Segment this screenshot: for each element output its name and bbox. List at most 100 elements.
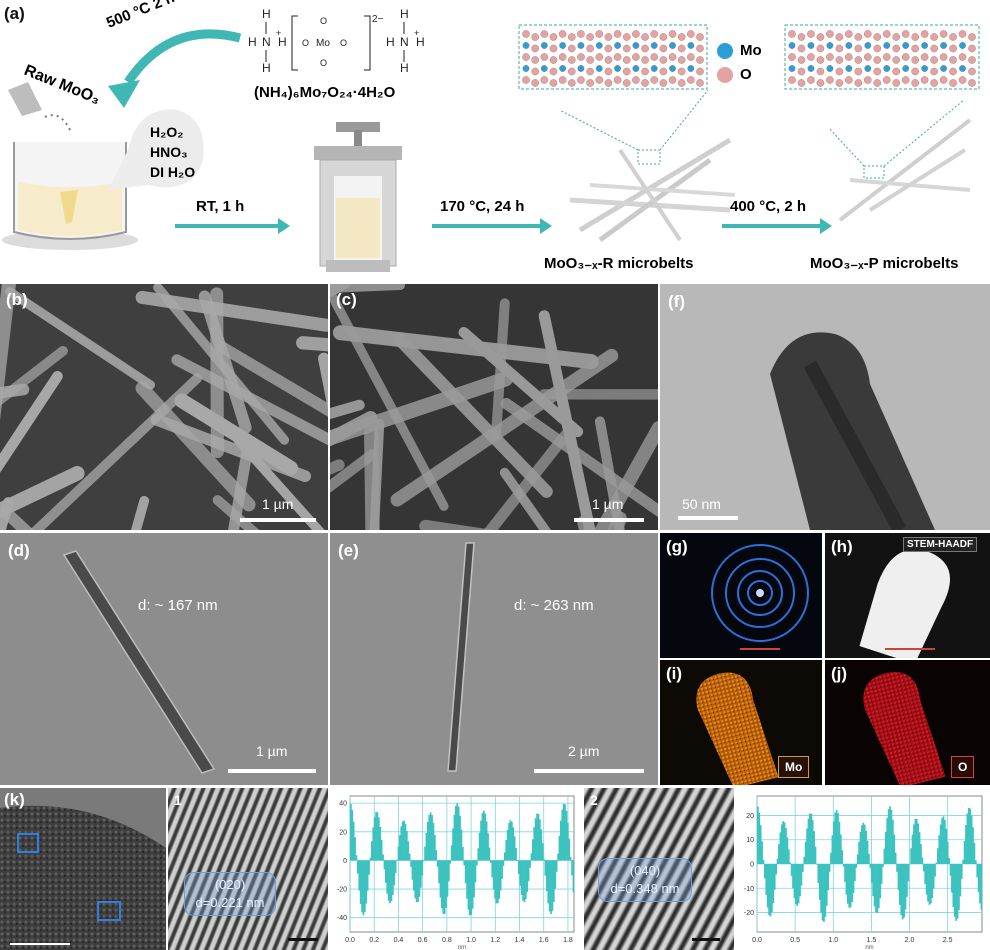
profile-bar [441, 860, 443, 909]
profile-bar [965, 825, 967, 864]
profile-bar [906, 864, 908, 898]
profile-bar [422, 860, 425, 862]
profile-bar [385, 860, 387, 883]
profile-bar [529, 860, 531, 868]
profile-bar [469, 860, 471, 916]
o-element-tag: O [951, 756, 975, 778]
profile-bar [966, 813, 969, 864]
sem-image-c [330, 284, 658, 530]
profile-bar [821, 864, 824, 921]
profile-bar [862, 822, 865, 864]
scale-label-e: 2 µm [568, 743, 600, 759]
profile-bar [941, 818, 943, 864]
y-tick-label: -40 [337, 915, 347, 922]
profile-bar [958, 864, 960, 911]
profile-bar [914, 819, 917, 864]
profile-bar [900, 864, 903, 916]
scale-label-c: 1 µm [592, 496, 624, 512]
scale-bar-e [534, 769, 644, 773]
profile-bar [548, 860, 551, 912]
profile-bar [378, 817, 380, 861]
o-map-image [863, 672, 946, 785]
profile-bar [519, 860, 522, 886]
profile-bar [817, 864, 820, 884]
profile-bar [460, 829, 463, 861]
profile-bar [351, 810, 354, 861]
profile-bar [865, 830, 867, 864]
reagent-hno3: HNO₃ [150, 144, 188, 160]
profile-bar [884, 831, 887, 864]
profile-bar [436, 860, 439, 867]
profile-bar [373, 817, 376, 861]
profile-bar [785, 828, 787, 864]
profile-bar [397, 846, 400, 861]
mo-atom-icon [717, 43, 733, 59]
profile-bar [555, 860, 558, 872]
profile-bar [554, 860, 557, 889]
profile-bar [797, 864, 800, 904]
profile-bar [453, 814, 456, 861]
x-tick-label: 0.0 [345, 937, 355, 944]
profile-bar [818, 864, 821, 900]
profile-bar [386, 860, 389, 894]
profile-bar [457, 806, 460, 861]
scale-bar-f [678, 516, 738, 520]
profile-bar [448, 860, 450, 882]
profile-bar [413, 860, 415, 891]
profile-bar [501, 860, 503, 880]
profile-bar [485, 821, 488, 861]
profile-bar [571, 860, 573, 876]
profile-bar [771, 864, 773, 913]
profile-bar [470, 860, 473, 915]
profile-bar [942, 816, 945, 864]
profile-bar [532, 839, 534, 861]
profile-bar [866, 840, 869, 864]
profile-bar [932, 864, 935, 889]
plane-tag-1: (020) d=0.221 nm [184, 872, 276, 916]
svg-text:H: H [278, 35, 287, 49]
step2-label: 170 °C, 24 h [440, 198, 525, 215]
svg-text:H: H [262, 61, 271, 75]
profile-bar [946, 841, 949, 864]
profile-bar [939, 824, 942, 864]
profile-bar [427, 821, 429, 861]
microbelts-p-drawing [830, 100, 972, 222]
svg-text:H: H [416, 35, 425, 49]
scale-label-d: 1 µm [256, 743, 288, 759]
svg-text:O: O [320, 58, 327, 68]
profile-bar [918, 832, 921, 864]
x-tick-label: 2.0 [905, 937, 915, 944]
x-tick-label: 1.6 [539, 937, 549, 944]
y-tick-label: 10 [746, 837, 754, 844]
profile-bar [769, 864, 772, 917]
profile-bar [886, 818, 889, 864]
panel-label-b: (b) [6, 290, 28, 309]
profile-bar [877, 864, 880, 909]
profile-bar [477, 848, 480, 861]
profile-bar [358, 860, 361, 891]
profile-bar [357, 860, 359, 874]
tem-panel-f: (f) 50 nm [660, 284, 990, 530]
profile-bar [842, 864, 845, 867]
profile-bar [799, 864, 801, 897]
profile-bar [925, 864, 928, 895]
eds-map-j: (j) O [825, 660, 990, 785]
panel-label-j: (j) [831, 664, 848, 683]
profile-bar [379, 826, 382, 861]
profile-bar [761, 841, 763, 864]
profile-bar [807, 818, 810, 864]
profile-bar [544, 860, 547, 876]
profile-bar [934, 864, 936, 877]
profile-bar [825, 864, 828, 906]
profile-bar [794, 864, 797, 905]
profile-bar [504, 852, 506, 861]
profile-bar [962, 859, 965, 864]
profile-bar [471, 860, 474, 909]
profile-bar [354, 837, 356, 861]
panel-label-h: (h) [831, 537, 853, 556]
profile-bar [928, 864, 931, 905]
sem-panel-d: (d) d: ~ 167 nm 1 µm [0, 533, 328, 785]
profile-bar [478, 832, 481, 861]
profile-bar [973, 842, 976, 864]
profile-bar [800, 864, 803, 886]
